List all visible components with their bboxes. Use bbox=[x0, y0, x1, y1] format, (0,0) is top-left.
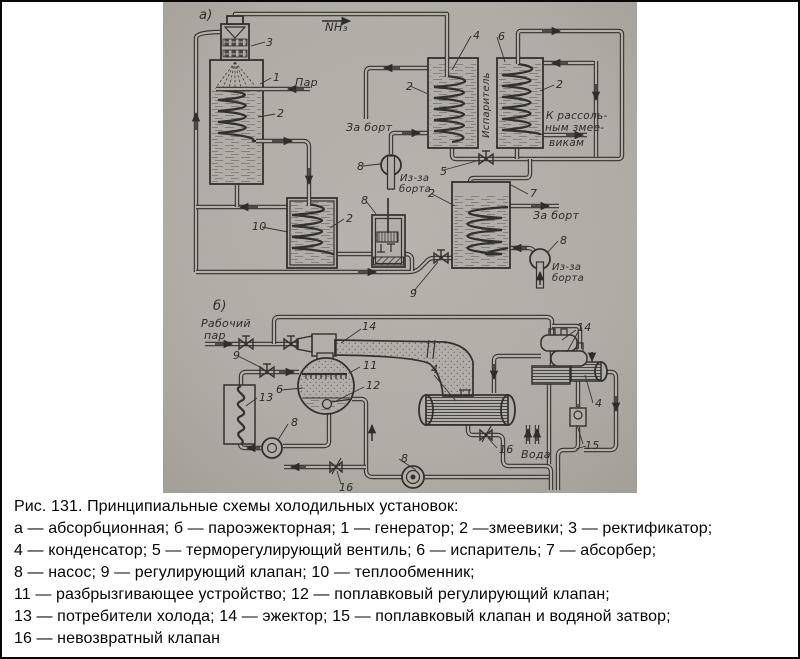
caption-line: а — абсорбционная; б — пароэжекторная; 1… bbox=[14, 520, 713, 537]
caption-line: 13 — потребители холода; 14 — эжектор; 1… bbox=[14, 608, 671, 625]
caption-line: Рис. 131. Принципиальные схемы холодильн… bbox=[14, 498, 459, 515]
caption-line: 8 — насос; 9 — регулирующий клапан; 10 —… bbox=[14, 564, 475, 581]
figure-caption: Рис. 131. Принципиальные схемы холодильн… bbox=[2, 496, 798, 650]
caption-line: 4 — конденсатор; 5 — терморегулирующий в… bbox=[14, 542, 657, 559]
scan-grain-overlay bbox=[163, 2, 637, 493]
caption-line: 11 — разбрызгивающее устройство; 12 — по… bbox=[14, 586, 610, 603]
caption-line: 16 — невозвратный клапан bbox=[14, 630, 221, 647]
